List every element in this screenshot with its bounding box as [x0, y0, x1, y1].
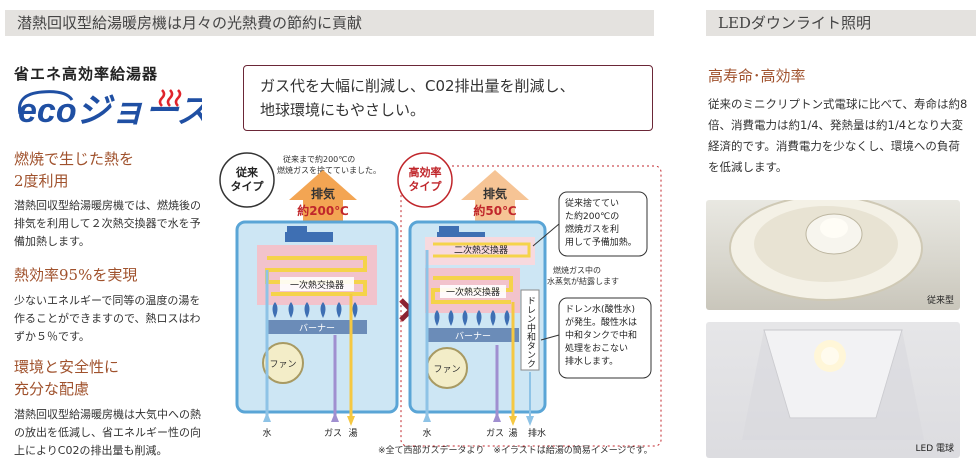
section-3-heading: 環境と安全性に 充分な配慮: [14, 358, 120, 398]
drain-tank: [520, 289, 540, 371]
callout-box: ガス代を大幅に削減し、C02排出量を削減し、 地球環境にもやさしい。: [243, 65, 653, 131]
conventional-hot-label: 湯: [348, 428, 357, 439]
high-eff-exhaust-arrow: [461, 170, 529, 232]
section-1-heading: 燃焼で生じた熱を 2度利用: [14, 150, 135, 190]
steam-note-1: 燃焼ガス中の: [553, 265, 601, 275]
conventional-gas-label: ガス: [324, 428, 342, 439]
svg-text:処理をおこない: 処理をおこない: [565, 342, 628, 354]
high-eff-gas-label: ガス: [486, 428, 504, 439]
high-eff-primary-label: 一次熱交換器: [446, 286, 500, 298]
led-body: 従来のミニクリプトン式電球に比べて、寿命は約8倍、消費電力は約1/4、発熱量は約…: [708, 97, 968, 174]
led-downlight-photo: LED 電球: [706, 322, 960, 458]
eco-jozu-logo: ecoジョーズ: [12, 84, 217, 130]
high-eff-secondary-label: 二次熱交換器: [454, 244, 508, 256]
svg-text:燃焼ガスを利: 燃焼ガスを利: [565, 223, 619, 235]
high-eff-note-2: [558, 297, 652, 379]
high-eff-secondary-zone: [425, 237, 535, 265]
svg-text:用して予備加熱。: 用して予備加熱。: [565, 236, 637, 248]
section-1-body: 潜熱回収型給湯暖房機では、燃焼後の排気を利用して２次熱交換器で水を予備加熱します…: [14, 199, 201, 248]
high-eff-label-1: 高効率: [409, 165, 442, 179]
high-eff-hot-label: 湯: [508, 428, 517, 439]
conventional-note-1: 従来まで約200℃の: [283, 154, 355, 164]
conventional-label-2: タイプ: [231, 179, 265, 193]
photo2-label: LED 電球: [915, 444, 955, 454]
section-3-body: 潜熱回収型給湯暖房機は大気中への熱の放出を低減し、省エネルギー性の向上によりC0…: [14, 408, 201, 457]
high-eff-badge: [397, 152, 453, 208]
svg-text:排水します。: 排水します。: [565, 355, 618, 367]
svg-text:ドレン水(酸性水): ドレン水(酸性水): [565, 303, 635, 315]
conventional-fan-label: ファン: [269, 360, 296, 370]
high-eff-dashed-frame: [400, 165, 662, 447]
drain-tank-label: ドレン中和タンク: [525, 296, 536, 368]
conventional-exhaust-arrow: [289, 170, 357, 232]
logo-text: ecoジョーズ: [18, 92, 202, 130]
conventional-downlight-photo: 従来型: [706, 200, 960, 310]
callout-line-2: 地球環境にもやさしい。: [260, 101, 426, 119]
conventional-burner: [267, 320, 367, 334]
callout-line-1: ガス代を大幅に削減し、C02排出量を削減し、: [260, 77, 575, 95]
section-header-right: LEDダウンライト照明: [706, 10, 976, 36]
conventional-primary-label: 一次熱交換器: [290, 279, 344, 291]
conventional-label-1: 従来: [235, 165, 259, 179]
brand-tagline: 省エネ高効率給湯器: [14, 65, 159, 83]
section-2-heading: 熱効率95%を実現: [14, 266, 138, 284]
high-eff-drain-label: 排水: [528, 427, 546, 439]
photo1-label: 従来型: [926, 296, 954, 306]
steam-note-2: 水蒸気が結露します: [547, 276, 619, 286]
high-eff-water-label: 水: [422, 427, 431, 439]
led-heading: 高寿命･高効率: [708, 67, 806, 85]
high-eff-label-2: タイプ: [409, 179, 443, 193]
water-heater-diagram: 従来 タイプ 従来まで約200℃の 燃焼ガスを捨てていました。 排気 約200℃…: [219, 152, 662, 447]
section-2-body: 少ないエネルギーで同等の温度の湯を作ることができますので、熱ロスはわずか５％です…: [14, 294, 201, 343]
svg-text:が発生。酸性水は: が発生。酸性水は: [565, 316, 637, 328]
high-eff-exhaust-temp: 約50℃: [473, 203, 516, 218]
svg-text:中和タンクで中和: 中和タンクで中和: [565, 329, 637, 341]
section-header-left: 潜熱回収型給湯暖房機は月々の光熱費の節約に貢献: [5, 10, 654, 36]
conventional-fan: [262, 342, 304, 384]
high-eff-fan-label: ファン: [433, 365, 460, 375]
svg-text:従来捨ててい: 従来捨ててい: [565, 197, 619, 209]
high-eff-burner-label: バーナー: [455, 331, 491, 342]
conventional-water-label: 水: [262, 427, 271, 439]
conventional-exhaust-temp: 約200℃: [297, 203, 349, 218]
diagram-footnote: ※全て西部ガスデータより ※イラストは給湯の簡易イメージです。: [378, 446, 653, 456]
conventional-note-2: 燃焼ガスを捨てていました。: [277, 165, 381, 175]
svg-text:た約200℃の: た約200℃の: [565, 210, 619, 222]
high-eff-burner: [427, 328, 519, 342]
conventional-badge: [219, 152, 275, 208]
conventional-exhaust-label: 排気: [311, 186, 335, 201]
high-eff-exhaust-label: 排気: [483, 186, 507, 201]
conventional-burner-label: バーナー: [299, 323, 335, 334]
